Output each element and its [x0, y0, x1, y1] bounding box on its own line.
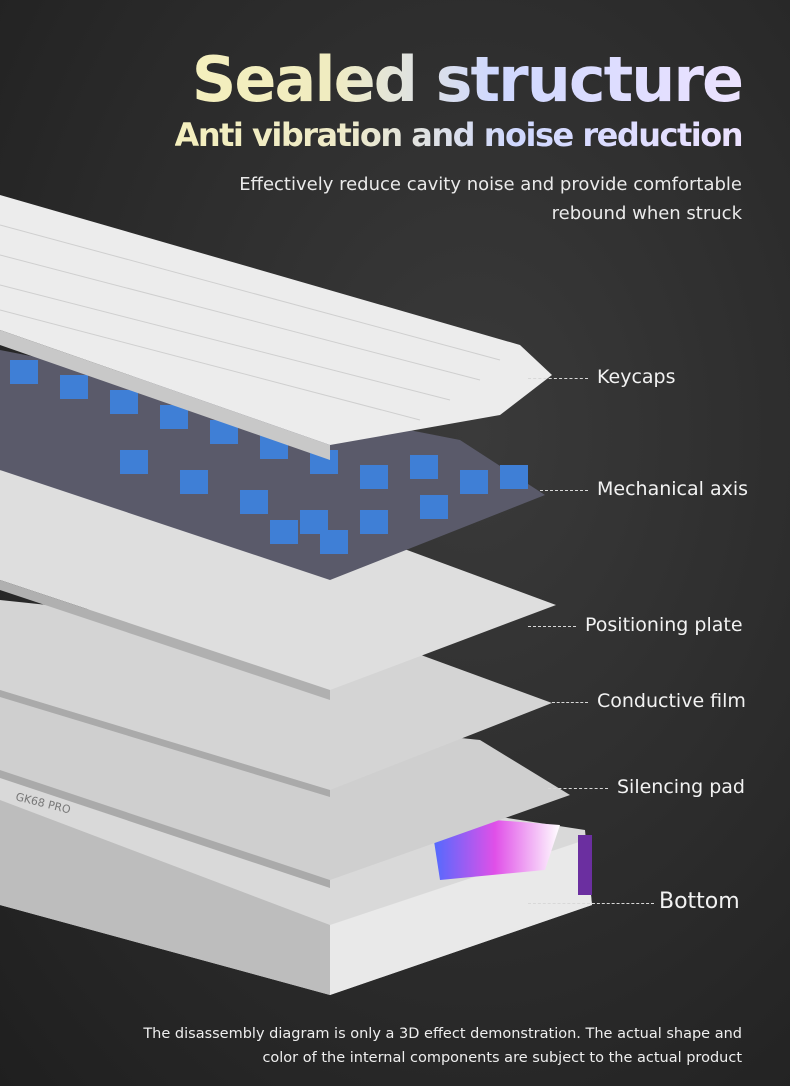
label-positioning-plate: Positioning plate: [585, 614, 743, 636]
keycaps: [0, 195, 552, 460]
switch-leader-line: [540, 490, 588, 491]
bottom-leader-line: [528, 903, 654, 904]
film-leader-line: [552, 702, 588, 703]
disclaimer: The disassembly diagram is only a 3D eff…: [143, 1026, 742, 1066]
label-silencing-pad: Silencing pad: [617, 776, 745, 798]
page-subtitle: Anti vibration and noise reduction: [174, 116, 744, 154]
label-keycaps: Keycaps: [597, 366, 676, 388]
description: Effectively reduce cavity noise and prov…: [239, 174, 742, 224]
label-mechanical-axis: Mechanical axis: [597, 478, 749, 500]
keycaps-leader-line: [528, 378, 588, 379]
conductive-film: [0, 600, 552, 797]
pad-leader-line: [548, 788, 608, 789]
plate-leader-line: [528, 626, 576, 627]
positioning-plate: [0, 470, 556, 700]
mechanical-switches: [0, 350, 545, 580]
page-title: Sealed structure: [191, 43, 744, 116]
label-conductive-film: Conductive film: [597, 690, 746, 712]
label-bottom: Bottom: [659, 889, 740, 914]
